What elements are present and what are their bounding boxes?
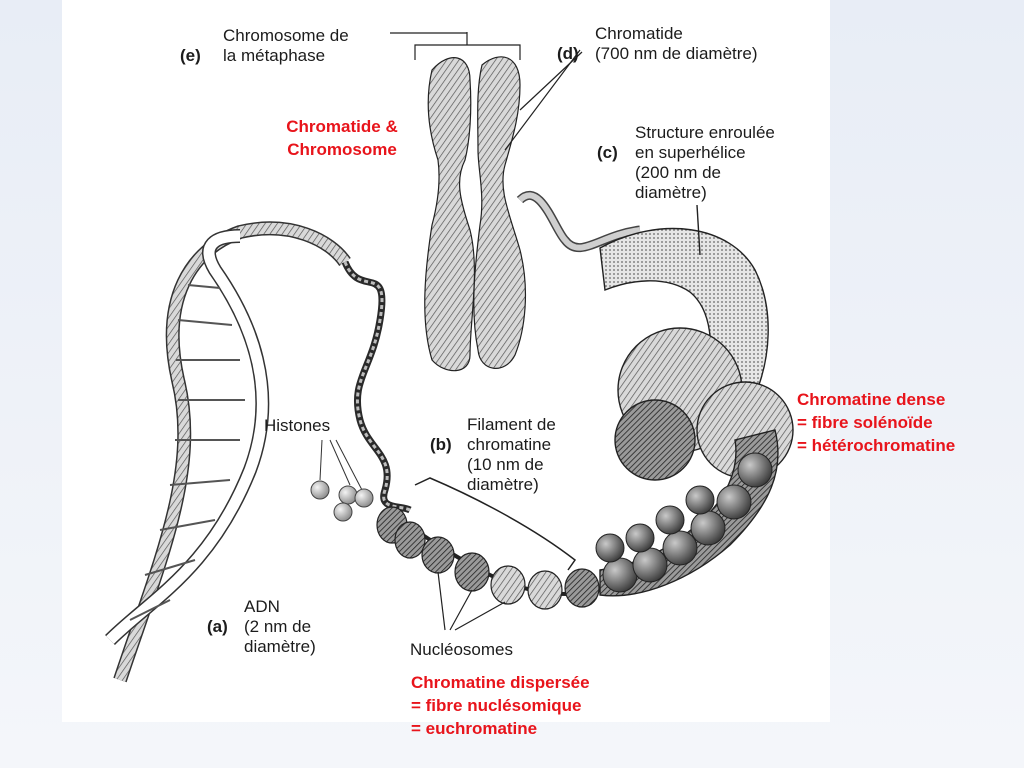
label-nucleosomes: Nucléosomes bbox=[410, 640, 513, 659]
label-c-tag: (c) bbox=[597, 143, 618, 162]
label-e-text: Chromosome de la métaphase bbox=[223, 26, 349, 65]
label-d-text: Chromatide (700 nm de diamètre) bbox=[595, 24, 758, 63]
annotation-chromatine-dense: Chromatine dense = fibre solénoïde = hét… bbox=[797, 390, 956, 455]
label-c: (c) Structure enroulée en superhélice (20… bbox=[597, 123, 817, 202]
label-a-text: ADN (2 nm de diamètre) bbox=[244, 597, 316, 656]
label-b-text: Filament de chromatine (10 nm de diamètr… bbox=[467, 415, 556, 494]
label-e: (e) Chromosome de la métaphase bbox=[180, 26, 380, 66]
label-b-tag: (b) bbox=[430, 435, 452, 454]
label-histones: Histones bbox=[264, 416, 331, 435]
dna-double-helix bbox=[105, 221, 412, 683]
annotation-chromatine-dispersee: Chromatine dispersée = fibre nuclésomiqu… bbox=[411, 673, 590, 738]
label-a-tag: (a) bbox=[207, 617, 228, 636]
label-c-text: Structure enroulée en superhélice (200 n… bbox=[635, 123, 775, 202]
label-d-tag: (d) bbox=[557, 44, 579, 63]
label-a: (a) ADN (2 nm de diamètre) bbox=[207, 597, 347, 656]
metaphase-chromosome bbox=[390, 32, 583, 372]
label-b: (b) Filament de chromatine (10 nm de diam… bbox=[430, 415, 590, 494]
label-d: (d) Chromatide (700 nm de diamètre) bbox=[557, 24, 817, 64]
label-e-tag: (e) bbox=[180, 46, 201, 65]
histone-beads bbox=[310, 439, 374, 522]
solenoid-fiber bbox=[516, 191, 794, 597]
nucleosome-filament bbox=[376, 477, 601, 631]
annotation-chromatide-chromosome: Chromatide & Chromosome bbox=[286, 117, 398, 159]
